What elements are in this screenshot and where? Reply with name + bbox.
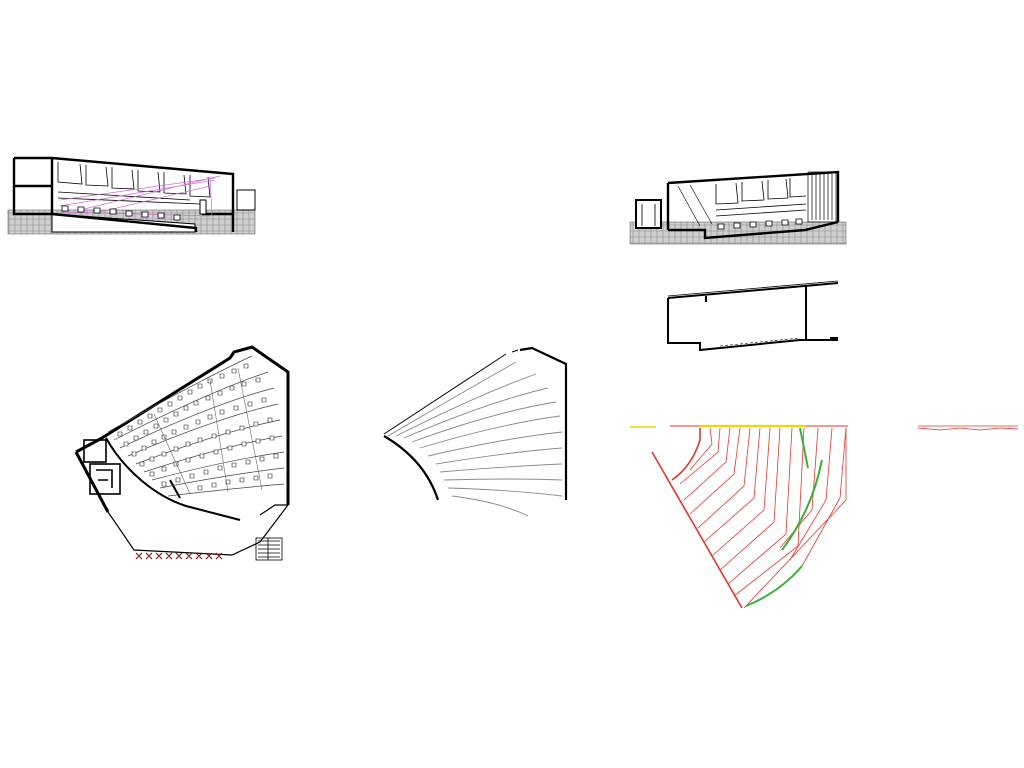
sight-lines — [677, 184, 713, 227]
stage-door — [199, 199, 207, 215]
aisle-lines — [153, 367, 263, 495]
seating-row-arcs — [107, 355, 285, 497]
setting-out-plan — [630, 424, 848, 609]
left-building-section — [7, 156, 256, 235]
right-building-section — [629, 170, 847, 245]
section-outline-drawing — [667, 280, 839, 352]
service-rooms — [83, 439, 121, 495]
section-seats — [61, 205, 181, 221]
outer-walls — [74, 345, 290, 513]
seating-rows-plan — [383, 346, 568, 517]
section-structure — [666, 170, 840, 240]
annex-detail — [641, 204, 656, 226]
entrance-stairs — [255, 537, 283, 561]
auditorium-floor-plan — [74, 345, 290, 561]
section-structure — [12, 156, 235, 232]
outer-boundary — [383, 346, 568, 501]
lobby-envelope — [107, 504, 290, 556]
sight-lines — [59, 175, 221, 217]
ceiling-panels — [57, 162, 211, 205]
setout-rows — [679, 427, 847, 609]
column-markers — [135, 552, 223, 560]
entrance-annex — [635, 199, 662, 229]
ceiling-panels — [715, 178, 807, 217]
ground-hatch — [629, 221, 847, 245]
stage-tower — [807, 171, 837, 223]
side-annex — [236, 189, 256, 211]
back-wall — [383, 349, 519, 435]
section-seats — [717, 218, 803, 230]
seat-grid — [117, 363, 279, 491]
left-boundary — [651, 428, 743, 609]
row-curves — [387, 361, 563, 517]
profile-line — [917, 425, 1019, 431]
green-highlights — [745, 427, 823, 607]
